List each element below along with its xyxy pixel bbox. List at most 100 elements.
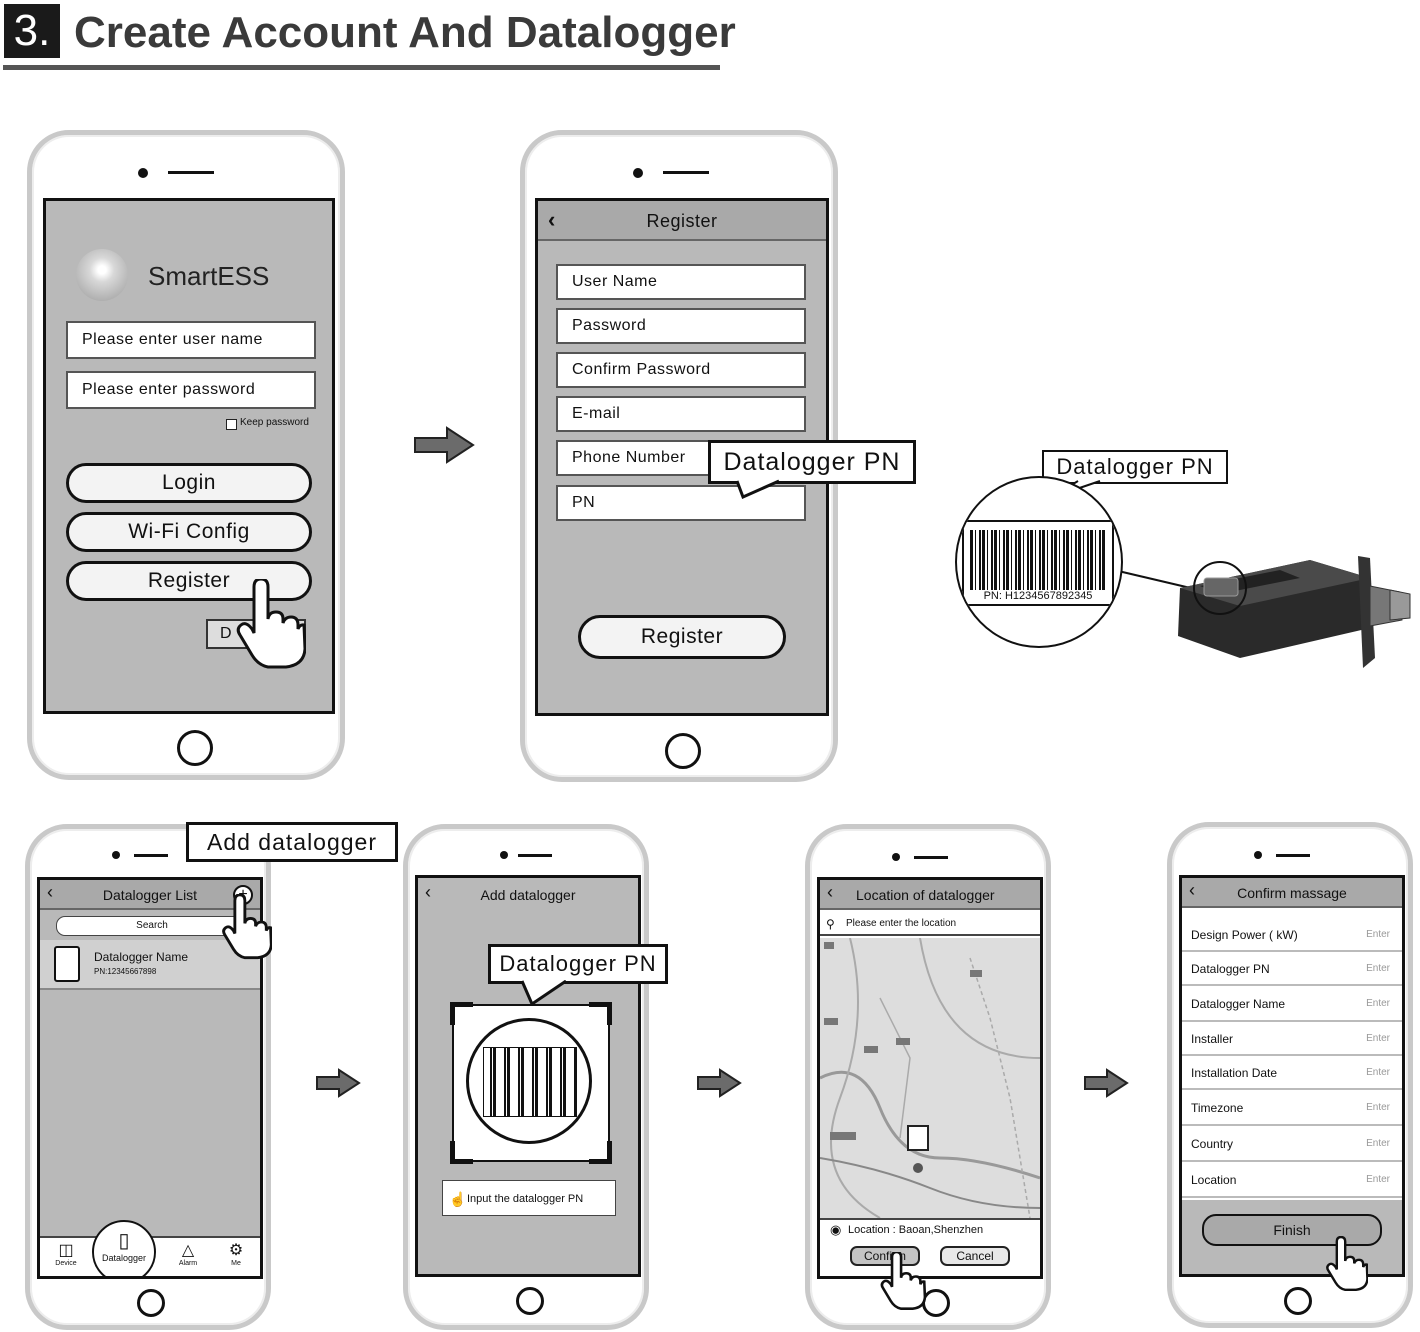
item-pn: PN:12345667898 (94, 967, 157, 976)
keep-password-label: Keep password (240, 417, 309, 428)
list-title: Datalogger List (102, 887, 198, 903)
login-screen: SmartESS Please enter user name Please e… (43, 198, 335, 714)
datalogger-pn-callout: Datalogger PN (708, 440, 916, 484)
barcode-magnifier: PN: H1234567892345 (955, 476, 1123, 648)
title-underline (3, 65, 720, 70)
location-search-placeholder: Please enter the location (846, 918, 957, 929)
barcode-bars (970, 530, 1106, 590)
row-location[interactable]: Location Enter (1182, 1162, 1402, 1198)
row-enter: Enter (1366, 929, 1390, 940)
tab-alarm[interactable]: △Alarm (168, 1240, 208, 1267)
map-area[interactable] (820, 938, 1040, 1218)
register-submit-button[interactable]: Register (578, 615, 786, 659)
device-icon: ◫ (58, 1242, 74, 1259)
speaker (518, 854, 552, 857)
tab-me[interactable]: ⚙Me (216, 1240, 256, 1267)
password-field[interactable]: Password (556, 308, 806, 344)
register-button[interactable]: Register (66, 561, 312, 601)
confirm-password-field[interactable]: Confirm Password (556, 352, 806, 388)
search-bar[interactable]: Search (56, 916, 248, 936)
user-name-field[interactable]: User Name (556, 264, 806, 300)
location-search[interactable]: ⚲ Please enter the location (820, 912, 1040, 936)
location-text: Location : Baoan,Shenzhen (848, 1224, 984, 1236)
cancel-button[interactable]: Cancel (940, 1246, 1010, 1266)
row-design-power[interactable]: Design Power ( kW) Enter (1182, 918, 1402, 952)
partial-button-label: D (220, 625, 232, 642)
arrow-right-icon (315, 1068, 361, 1098)
datalogger-icon (54, 946, 80, 982)
phone-login: SmartESS Please enter user name Please e… (27, 130, 345, 780)
page-title: Create Account And Datalogger (74, 8, 736, 57)
tab-device[interactable]: ◫Device (46, 1240, 86, 1267)
row-enter: Enter (1366, 998, 1390, 1009)
home-button (137, 1289, 165, 1317)
camera-dot (500, 851, 508, 859)
phone-add-datalogger: ‹ Add datalogger ☝ Input the datalogger … (403, 824, 649, 1330)
back-chevron-icon[interactable]: ‹ (827, 882, 833, 902)
location-title: Location of datalogger (856, 887, 995, 903)
row-enter: Enter (1366, 1138, 1390, 1149)
row-label: Datalogger Name (1191, 997, 1286, 1011)
camera-dot (1254, 851, 1262, 859)
tab-alarm-label: Alarm (178, 1260, 198, 1267)
confirm-screen: ‹ Confirm massage Design Power ( kW)Ente… (1179, 875, 1405, 1277)
barcode-pn-text: PN: H1234567892345 (983, 590, 1093, 602)
phone-confirm: ‹ Confirm massage Design Power ( kW)Ente… (1167, 822, 1413, 1328)
pn-field[interactable]: PN (556, 485, 806, 521)
back-chevron-icon[interactable]: ‹ (1189, 880, 1195, 900)
location-screen: ‹ Location of datalogger ⚲ Please enter … (817, 877, 1043, 1279)
device-pn-callout: Datalogger PN (1042, 450, 1228, 484)
row-enter: Enter (1366, 1033, 1390, 1044)
callout-tail (520, 980, 567, 1006)
row-label: Country (1191, 1137, 1234, 1151)
row-datalogger-name[interactable]: Datalogger Name Enter (1182, 986, 1402, 1022)
location-header: ‹ Location of datalogger (820, 880, 1040, 910)
row-label: Design Power ( kW) (1191, 928, 1298, 942)
list-item[interactable]: Datalogger Name PN:12345667898 (40, 940, 260, 990)
username-input[interactable]: Please enter user name (66, 321, 316, 359)
step-number: 3. (4, 4, 60, 58)
wifi-config-button[interactable]: Wi-Fi Config (66, 512, 312, 552)
arrow-right-icon (1083, 1068, 1129, 1098)
tab-datalogger[interactable]: ▯Datalogger (92, 1220, 156, 1276)
row-enter: Enter (1366, 1174, 1390, 1185)
home-button (665, 733, 701, 769)
list-screen: ‹ Datalogger List + Search Datalogger Na… (37, 877, 263, 1279)
map-roads (820, 938, 1040, 1218)
back-chevron-icon[interactable]: ‹ (548, 207, 556, 232)
speaker (663, 171, 709, 174)
sun-logo-icon (76, 249, 128, 301)
row-label: Location (1191, 1173, 1237, 1187)
tab-bar: ◫Device ▯Datalogger △Alarm ⚙Me (40, 1220, 260, 1276)
tab-datalogger-label: Datalogger (101, 1253, 147, 1263)
input-pn-button[interactable]: ☝ Input the datalogger PN (442, 1180, 616, 1216)
finish-button[interactable]: Finish (1202, 1214, 1382, 1246)
scan-corner (589, 1002, 612, 1025)
hand-pointer-icon (236, 579, 306, 669)
row-country[interactable]: Country Enter (1182, 1126, 1402, 1162)
row-enter: Enter (1366, 1102, 1390, 1113)
home-button (1284, 1287, 1312, 1315)
password-input[interactable]: Please enter password (66, 371, 316, 409)
scan-circle (466, 1018, 592, 1144)
hand-pointer-icon (880, 1252, 926, 1310)
row-enter: Enter (1366, 963, 1390, 974)
add-datalogger-callout: Add datalogger (186, 822, 398, 862)
home-button (922, 1289, 950, 1317)
hand-pointer-icon (1326, 1236, 1368, 1291)
back-chevron-icon[interactable]: ‹ (47, 882, 53, 902)
register-title: Register (646, 211, 718, 231)
back-chevron-icon[interactable]: ‹ (425, 882, 431, 902)
keep-password-checkbox[interactable] (226, 419, 237, 430)
speaker (168, 171, 214, 174)
email-field[interactable]: E-mail (556, 396, 806, 432)
scan-corner (589, 1141, 612, 1164)
phone-location: ‹ Location of datalogger ⚲ Please enter … (805, 824, 1051, 1330)
login-button[interactable]: Login (66, 463, 312, 503)
add-title: Add datalogger (480, 887, 576, 903)
row-label: Installation Date (1191, 1066, 1278, 1080)
